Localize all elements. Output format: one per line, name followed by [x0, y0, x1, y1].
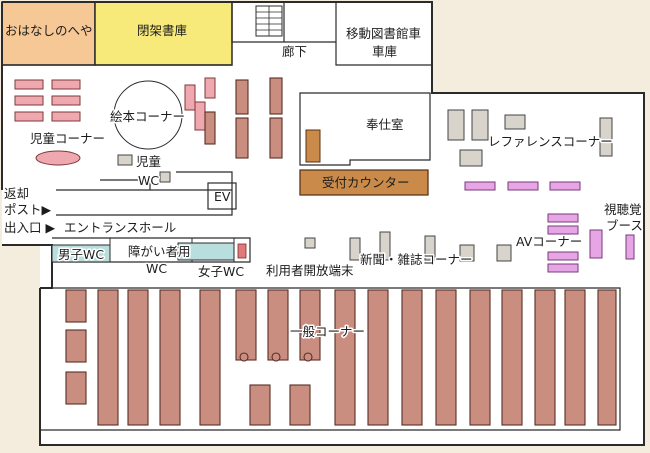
label-entrance: 出入口 ▶: [4, 220, 55, 235]
label-accessible-wc-2: WC: [146, 261, 167, 276]
label-public-terminals: 利用者開放端末: [266, 263, 354, 278]
walls: [1, 1, 645, 446]
label-corridor: 廊下: [282, 44, 307, 59]
label-accessible-wc: 障がい者用: [128, 244, 191, 259]
label-viewing-booth-2: ブース: [606, 218, 643, 233]
label-book-return: 返却: [4, 186, 29, 201]
label-womens-wc: 女子WC: [198, 264, 244, 279]
label-children-wc: 児童: [136, 154, 161, 169]
label-ohanashi-room: おはなしのへや: [5, 23, 93, 38]
label-mobile-library-garage: 移動図書館車: [346, 26, 421, 41]
label-mens-wc: 男子WC: [58, 247, 104, 262]
label-general-corner: 一般コーナー: [290, 324, 365, 339]
label-children-corner: 児童コーナー: [30, 131, 105, 146]
newspaper-furniture: [304, 231, 512, 262]
reception-counter: [299, 169, 429, 196]
accessible-wc-room: [177, 242, 235, 261]
label-reception-counter: 受付カウンター: [322, 175, 410, 190]
label-picture-book-corner: 絵本コーナー: [110, 109, 185, 124]
label-service-room: 奉仕室: [366, 117, 404, 132]
children-furniture: [14, 77, 283, 183]
label-mobile-library-garage-2: 車庫: [372, 44, 397, 59]
ohanashi-room: [1, 1, 96, 66]
label-av-corner: AVコーナー: [516, 234, 582, 249]
label-reference-corner: レファレンスコーナー: [488, 134, 613, 149]
label-children-wc-2: WC: [138, 173, 159, 188]
label-closed-stacks: 閉架書庫: [137, 23, 187, 38]
womens-wc-marker: [237, 243, 247, 259]
stools: [239, 352, 313, 362]
label-entrance-hall: エントランスホール: [64, 220, 176, 235]
label-viewing-booth: 視聴覚: [604, 202, 642, 217]
label-newspaper-magazine-corner: 新聞・雑誌コーナー: [360, 252, 473, 267]
mens-wc-room: [51, 244, 111, 263]
label-ev: EV: [214, 189, 231, 204]
staircase-icon: [255, 5, 283, 37]
reference-furniture: [447, 109, 635, 273]
picture-book-corner-rug: [113, 80, 183, 150]
general-shelves: [65, 289, 617, 426]
label-book-return-2: ポスト▶: [4, 202, 52, 217]
